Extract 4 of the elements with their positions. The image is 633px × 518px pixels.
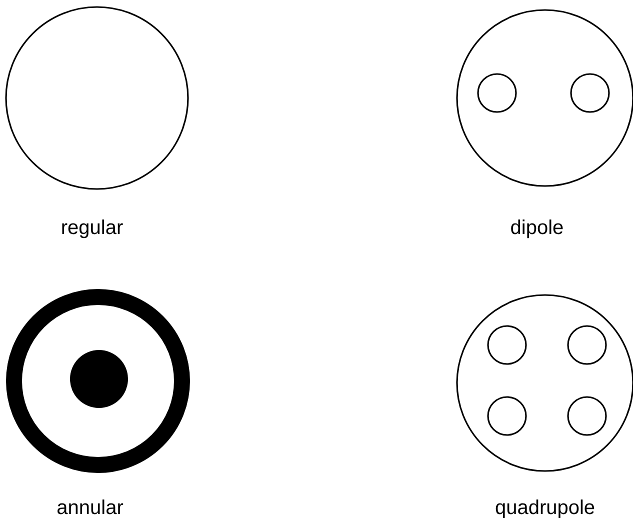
aperture-label: quadrupole [494, 496, 596, 518]
aperture-label: annular [56, 496, 124, 518]
aperture-label: dipole [510, 216, 564, 240]
aperture-label: regular [60, 216, 124, 240]
